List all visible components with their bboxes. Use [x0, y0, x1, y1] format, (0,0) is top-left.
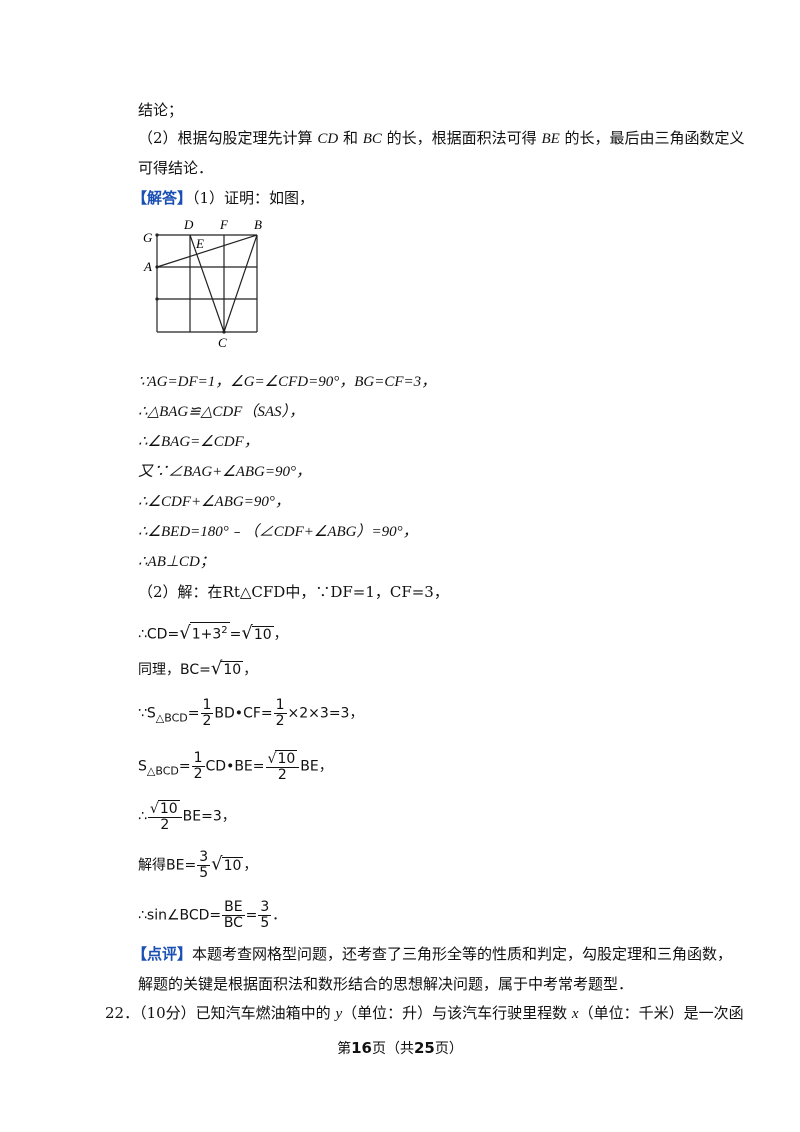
var-be: BE	[541, 131, 560, 147]
var-cd: CD	[317, 131, 339, 147]
proof-line-3: ∴∠BAG=∠CDF，	[138, 434, 259, 450]
proof-line-1: ∵AG=DF=1，∠G=∠CFD=90°，BG=CF=3，	[138, 374, 437, 390]
var-bc: BC	[362, 131, 382, 147]
label-b: B	[254, 217, 262, 232]
page-number: 16	[351, 1039, 372, 1057]
intro-line-1: 结论；	[138, 101, 184, 119]
label-a: A	[143, 259, 152, 274]
comment-tag: 【点评】	[132, 945, 193, 963]
comment-line-1: 【点评】本题考查网格型问题，还考查了三角形全等的性质和判定，勾股定理和三角函数，	[132, 945, 733, 963]
intro-text: 的长，最后由三角函数定义	[559, 129, 745, 147]
comment-line-2: 解题的关键是根据面积法和数形结合的思想解决问题，属于中考常考题型．	[138, 975, 634, 993]
label-f: F	[219, 217, 229, 232]
intro-line-3: 可得结论．	[138, 159, 214, 177]
grid-figure: G D F B E A C	[143, 217, 262, 350]
page-footer: 第16页（共25页）	[337, 1039, 463, 1057]
answer-tag: 【解答】	[132, 189, 193, 207]
label-e: E	[195, 236, 204, 251]
intro-text: 的长，根据面积法可得	[381, 129, 542, 147]
answer-text: （1）证明：如图，	[192, 189, 315, 207]
next-problem: 22．（10分）已知汽车燃油箱中的 y（单位：升）与该汽车行驶里程数 x（单位：…	[105, 1004, 744, 1022]
proof-line-4: 又∵∠BAG+∠ABG=90°，	[138, 464, 312, 480]
intro-text: （2）根据勾股定理先计算	[138, 129, 318, 147]
bc-equation: 同理，BC=√10，	[138, 658, 258, 679]
proof-line-8: （2）解：在Rt△CFD中，∵DF=1，CF=3，	[138, 583, 449, 601]
cd-equation: ∴CD=√1+32=√10，	[138, 622, 288, 644]
label-g: G	[143, 230, 153, 245]
proof-line-5: ∴∠CDF+∠ABG=90°，	[138, 494, 290, 510]
intro-line-2: （2）根据勾股定理先计算 CD 和 BC 的长，根据面积法可得 BE 的长，最后…	[138, 128, 745, 149]
proof-line-7: ∴AB⊥CD；	[138, 554, 215, 570]
label-d: D	[183, 217, 194, 232]
proof-line-6: ∴∠BED=180°﹣（∠CDF+∠ABG）=90°，	[138, 524, 418, 540]
label-c: C	[218, 335, 227, 350]
answer-heading: 【解答】（1）证明：如图，	[132, 188, 314, 208]
proof-line-2: ∴△BAG≌△CDF（SAS），	[138, 404, 305, 420]
page-total: 25	[414, 1039, 435, 1057]
intro-text: 和	[338, 129, 363, 147]
